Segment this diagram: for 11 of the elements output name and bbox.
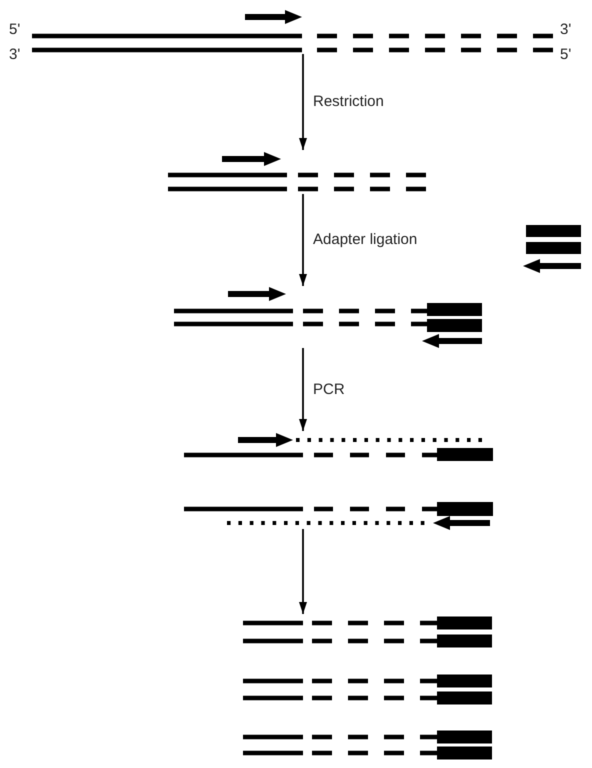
strand-end-label: 3'	[9, 46, 20, 64]
arrow	[299, 194, 307, 286]
arrow	[299, 529, 307, 614]
strand-end-label: 5'	[560, 46, 572, 64]
arrow	[299, 54, 307, 150]
strand-end-label: 3'	[560, 21, 572, 39]
arrow	[299, 348, 307, 431]
strand-end-label: 5'	[9, 21, 20, 39]
edge-label: Adapter ligation	[312, 231, 418, 249]
pcr-extension-drawing	[182, 431, 496, 529]
restriction-fragment-drawing	[166, 150, 428, 194]
